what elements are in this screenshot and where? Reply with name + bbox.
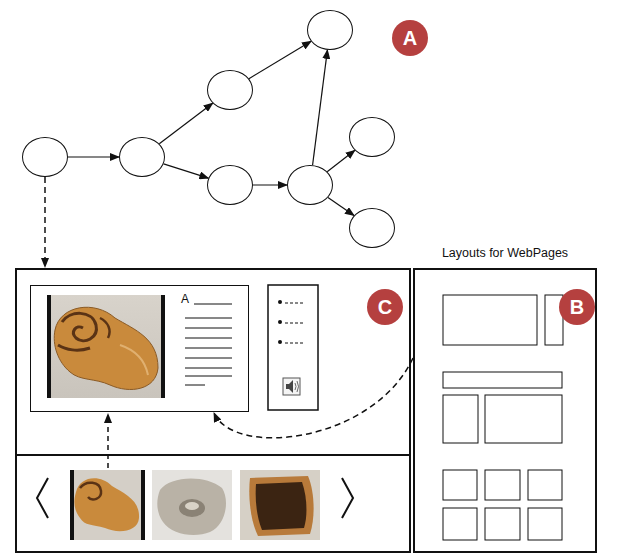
graph-arrow [327, 150, 355, 171]
heading-letter: A [181, 292, 189, 306]
graph-arrow [68, 156, 119, 157]
graph-arrow [328, 197, 354, 215]
thumbnail-strip [37, 414, 353, 540]
graph-arrow [164, 164, 209, 178]
graph-node [207, 165, 253, 205]
content-card: A [30, 285, 249, 412]
pottery-image [47, 295, 165, 398]
graph-arrow [249, 41, 311, 78]
viewer-panel: A [15, 268, 411, 553]
graph-arrow [313, 50, 328, 165]
panel-heading: Layouts for WebPages [415, 246, 595, 260]
audio-panel [268, 285, 318, 410]
layout-templates [443, 295, 563, 540]
graph-node [307, 10, 353, 50]
graph-node [287, 165, 333, 205]
panel-divider [15, 454, 410, 456]
callout-letter: B [559, 289, 595, 325]
callout-letter: A [392, 20, 428, 56]
text-mock-lines [185, 304, 232, 385]
dashed-arrow [44, 177, 46, 267]
graph-node [22, 137, 68, 177]
graph-node [349, 117, 395, 157]
graph-arrow [159, 103, 212, 144]
graph-node [119, 137, 165, 177]
graph-arrow [253, 184, 287, 185]
callout-letter: C [367, 289, 403, 325]
graph-node [207, 70, 253, 110]
graph-node [349, 208, 395, 248]
dashed-arrow [214, 358, 413, 438]
